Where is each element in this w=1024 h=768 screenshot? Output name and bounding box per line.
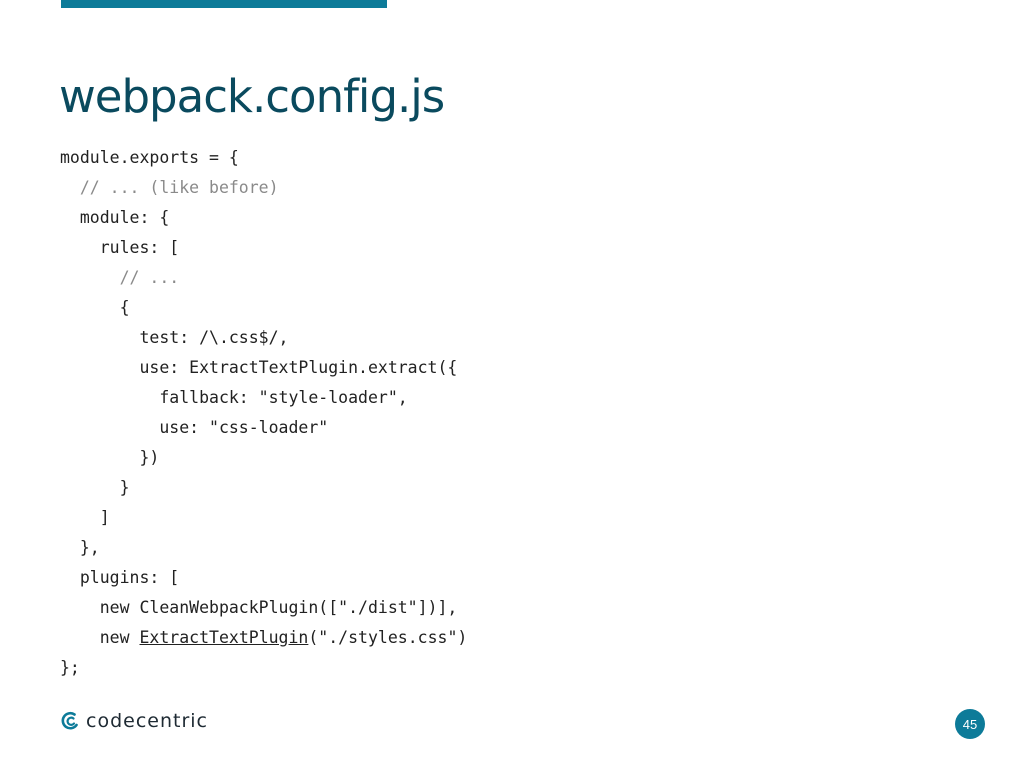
code-line: }) [60, 448, 160, 467]
code-comment-line: // ... (like before) [60, 178, 279, 197]
code-line: }; [60, 658, 80, 677]
top-accent-bar [61, 0, 387, 8]
code-line: use: "css-loader" [60, 418, 329, 437]
code-line: ] [60, 508, 110, 527]
code-line: new CleanWebpackPlugin(["./dist"])], [60, 598, 458, 617]
code-line: rules: [ [60, 238, 180, 257]
code-block: module.exports = { // ... (like before) … [60, 143, 467, 683]
slide-title: webpack.config.js [59, 70, 445, 123]
code-line: module: { [60, 208, 170, 227]
code-line: test: /\.css$/, [60, 328, 289, 347]
code-line: { [60, 298, 130, 317]
code-comment-line: // ... [60, 268, 180, 287]
code-text: ("./styles.css") [308, 628, 468, 647]
code-line: use: ExtractTextPlugin.extract({ [60, 358, 458, 377]
code-line: fallback: "style-loader", [60, 388, 408, 407]
code-text: new [60, 628, 140, 647]
code-line: } [60, 478, 130, 497]
footer-logo: codecentric [61, 710, 208, 732]
code-line: plugins: [ [60, 568, 180, 587]
code-line: new ExtractTextPlugin("./styles.css") [60, 623, 468, 653]
codecentric-logo-icon [61, 711, 78, 730]
code-underlined-identifier: ExtractTextPlugin [139, 628, 309, 647]
page-number-badge: 45 [955, 709, 985, 739]
logo-text: codecentric [86, 710, 208, 732]
code-line: }, [60, 538, 100, 557]
code-line: module.exports = { [60, 148, 239, 167]
